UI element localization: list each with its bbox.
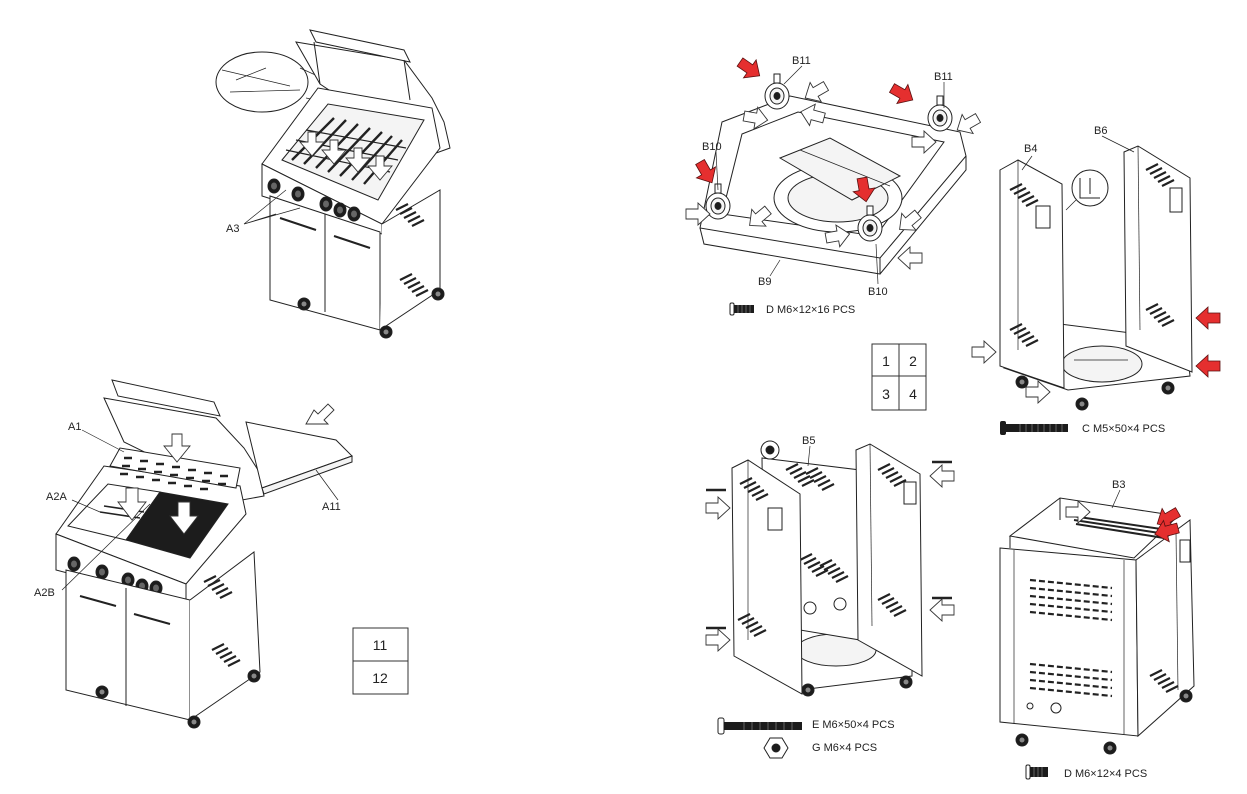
step-grid-11-12: 11 12 — [352, 627, 409, 695]
hardware-g-4: G M6×4 PCS — [812, 742, 877, 754]
warming-rack — [120, 456, 228, 491]
label-b10-right: B10 — [868, 286, 888, 298]
panel-4-top-panel: B3 D M6×12×4 PCS — [999, 479, 1195, 780]
hardware-d-16: D M6×12×16 PCS — [766, 304, 855, 316]
hardware-c-4: C M5×50×4 PCS — [1082, 423, 1165, 435]
top-panel-vents — [1071, 515, 1169, 539]
step-grid-1-4: 1 2 3 4 — [871, 343, 927, 411]
bolt-icon — [1025, 764, 1048, 780]
step-number-4: 4 — [909, 386, 917, 402]
detail-callout — [215, 51, 327, 113]
label-a11: A11 — [322, 501, 341, 513]
label-a2b: A2B — [34, 587, 55, 599]
panel-1-base-casters: B11 B11 B10 B10 B9 D M6×12×16 PCS — [685, 52, 984, 316]
step-number-12: 12 — [372, 670, 388, 686]
label-b6: B6 — [1094, 125, 1107, 137]
label-a1: A1 — [68, 421, 81, 433]
bolt-icon — [1000, 421, 1068, 435]
label-b11-right: B11 — [934, 71, 953, 83]
bolt-icon — [717, 717, 802, 735]
hinge-detail-icon — [1065, 169, 1109, 211]
hardware-e-4: E M6×50×4 PCS — [812, 719, 895, 731]
nut-icon — [763, 737, 789, 759]
step-number-11: 11 — [373, 637, 388, 653]
label-a3: A3 — [226, 223, 239, 235]
hardware-d-4: D M6×12×4 PCS — [1064, 768, 1147, 780]
bolt-icon — [729, 302, 754, 316]
label-b3: B3 — [1112, 479, 1125, 491]
front-vents — [1029, 578, 1113, 698]
label-b11-left: B11 — [792, 55, 811, 67]
label-b10-left: B10 — [702, 141, 722, 153]
step-number-3: 3 — [882, 386, 890, 402]
panel-11-grill-grates: A3 — [215, 29, 451, 339]
panel-12-grill-griddle: A1 A2A A2B A11 — [34, 379, 353, 729]
step-number-2: 2 — [909, 353, 917, 369]
panel-3-back-panel: B5 E M6×50×4 PCS G M6×4 PCS — [705, 435, 955, 759]
label-b4: B4 — [1024, 143, 1037, 155]
label-b9: B9 — [758, 276, 771, 288]
label-a2a: A2A — [46, 491, 67, 503]
label-b5: B5 — [802, 435, 815, 447]
step-number-1: 1 — [882, 353, 890, 369]
panel-2-side-panels: B4 B6 C M5×50×4 PCS — [971, 125, 1221, 435]
